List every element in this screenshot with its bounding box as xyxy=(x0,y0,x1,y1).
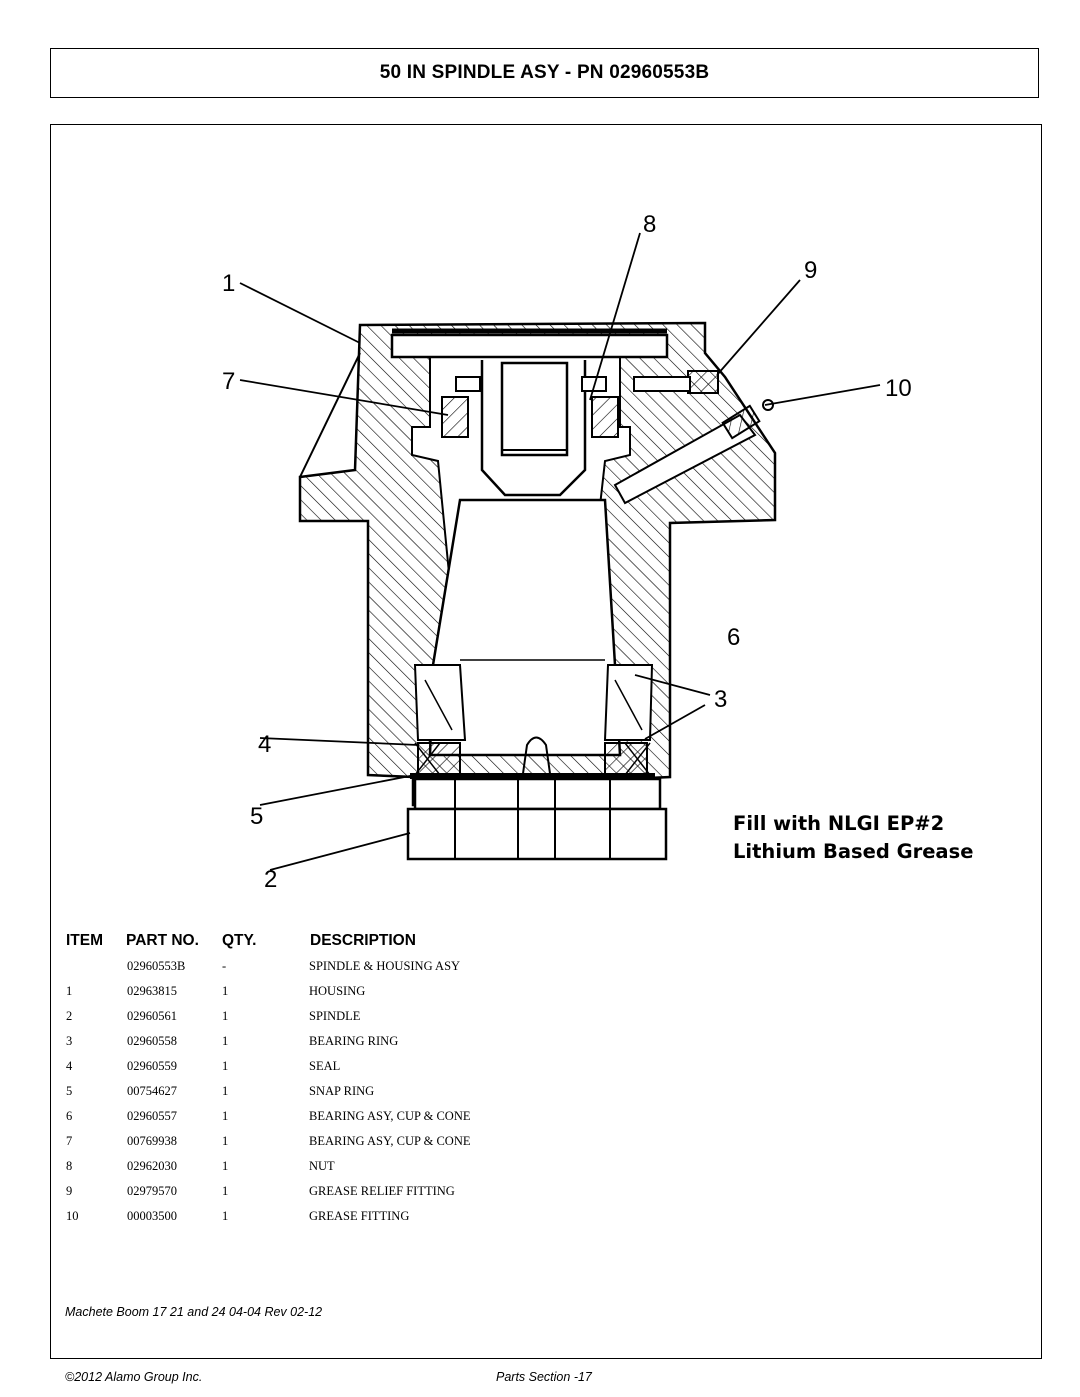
cell-item: 9 xyxy=(66,1184,73,1198)
callout-6: 6 xyxy=(727,624,741,651)
cell-qty: - xyxy=(222,959,227,973)
title-box: 50 IN SPINDLE ASY - PN 02960553B xyxy=(50,48,1039,98)
cell-qty: 1 xyxy=(222,1109,229,1123)
cell-part-no: 00003500 xyxy=(127,1209,177,1223)
cell-description: BEARING RING xyxy=(309,1034,399,1048)
cell-qty: 1 xyxy=(222,984,229,998)
snap-ring-part xyxy=(410,773,655,779)
cell-description: GREASE RELIEF FITTING xyxy=(309,1184,455,1198)
cell-description: SPINDLE & HOUSING ASY xyxy=(309,959,461,973)
cell-qty: 1 xyxy=(222,1084,229,1098)
cell-qty: 1 xyxy=(222,1034,229,1048)
lower-bearing-part xyxy=(413,664,654,741)
cell-description: BEARING ASY, CUP & CONE xyxy=(309,1109,471,1123)
upper-bearing-part xyxy=(441,376,619,438)
content-frame xyxy=(50,124,1042,1359)
cell-qty: 1 xyxy=(222,1134,229,1148)
callout-8: 8 xyxy=(643,211,657,238)
cell-description: SPINDLE xyxy=(309,1009,361,1023)
spindle-hex-part xyxy=(406,777,668,861)
grease-note: Fill with NLGI EP#2 Lithium Based Grease xyxy=(733,810,973,866)
callout-10: 10 xyxy=(885,375,912,402)
cell-item: 8 xyxy=(66,1159,73,1173)
cell-description: BEARING ASY, CUP & CONE xyxy=(309,1134,471,1148)
callout-9: 9 xyxy=(804,257,818,284)
grease-note-line2: Lithium Based Grease xyxy=(733,840,974,863)
cell-item: 7 xyxy=(66,1134,73,1148)
grease-note-line1: Fill with NLGI EP#2 xyxy=(733,812,945,835)
cell-part-no: 02962030 xyxy=(127,1159,177,1173)
document-reference: Machete Boom 17 21 and 24 04-04 Rev 02-1… xyxy=(65,1305,323,1319)
cell-part-no: 00769938 xyxy=(127,1134,177,1148)
cell-item: 1 xyxy=(66,984,73,998)
cell-item: 5 xyxy=(66,1084,73,1098)
leader-lines xyxy=(239,232,881,871)
cell-qty: 1 xyxy=(222,1159,229,1173)
callout-2: 2 xyxy=(264,866,278,893)
spindle-part xyxy=(428,360,622,796)
cell-qty: 1 xyxy=(222,1209,229,1223)
header-qty: QTY. xyxy=(222,932,257,949)
cell-part-no: 02979570 xyxy=(127,1184,177,1198)
cell-part-no: 02960558 xyxy=(127,1034,177,1048)
cell-qty: 1 xyxy=(222,1059,229,1073)
callout-3: 3 xyxy=(714,686,728,713)
cell-part-no: 00754627 xyxy=(127,1084,177,1098)
callout-1: 1 xyxy=(222,270,236,297)
callout-5: 5 xyxy=(250,803,264,830)
cell-qty: 1 xyxy=(222,1184,229,1198)
grease-relief-fitting xyxy=(633,370,719,394)
page-title: 50 IN SPINDLE ASY - PN 02960553B xyxy=(379,62,710,83)
header-part-no: PART NO. xyxy=(126,932,199,949)
header-item: ITEM xyxy=(66,932,104,949)
spindle-assembly-diagram xyxy=(239,232,881,871)
cell-part-no: 02960561 xyxy=(127,1009,177,1023)
seal-part xyxy=(414,742,651,776)
cell-description: SNAP RING xyxy=(309,1084,375,1098)
cell-item: 4 xyxy=(66,1059,73,1073)
cell-description: NUT xyxy=(309,1159,335,1173)
cell-description: GREASE FITTING xyxy=(309,1209,410,1223)
callout-7: 7 xyxy=(222,368,236,395)
cell-part-no: 02960559 xyxy=(127,1059,177,1073)
cell-part-no: 02960553B xyxy=(127,959,186,973)
cell-item: 10 xyxy=(66,1209,79,1223)
cell-item: 3 xyxy=(66,1034,73,1048)
cell-part-no: 02963815 xyxy=(127,984,177,998)
page-number: Parts Section -17 xyxy=(496,1370,592,1384)
header-description: DESCRIPTION xyxy=(310,932,416,949)
cell-item: 2 xyxy=(66,1009,73,1023)
cell-item: 6 xyxy=(66,1109,73,1123)
cell-qty: 1 xyxy=(222,1009,229,1023)
grease-fitting xyxy=(721,399,774,440)
copyright-notice: ©2012 Alamo Group Inc. xyxy=(65,1370,203,1384)
cell-description: HOUSING xyxy=(309,984,366,998)
callout-4: 4 xyxy=(258,731,272,758)
cell-part-no: 02960557 xyxy=(127,1109,177,1123)
cell-description: SEAL xyxy=(309,1059,341,1073)
